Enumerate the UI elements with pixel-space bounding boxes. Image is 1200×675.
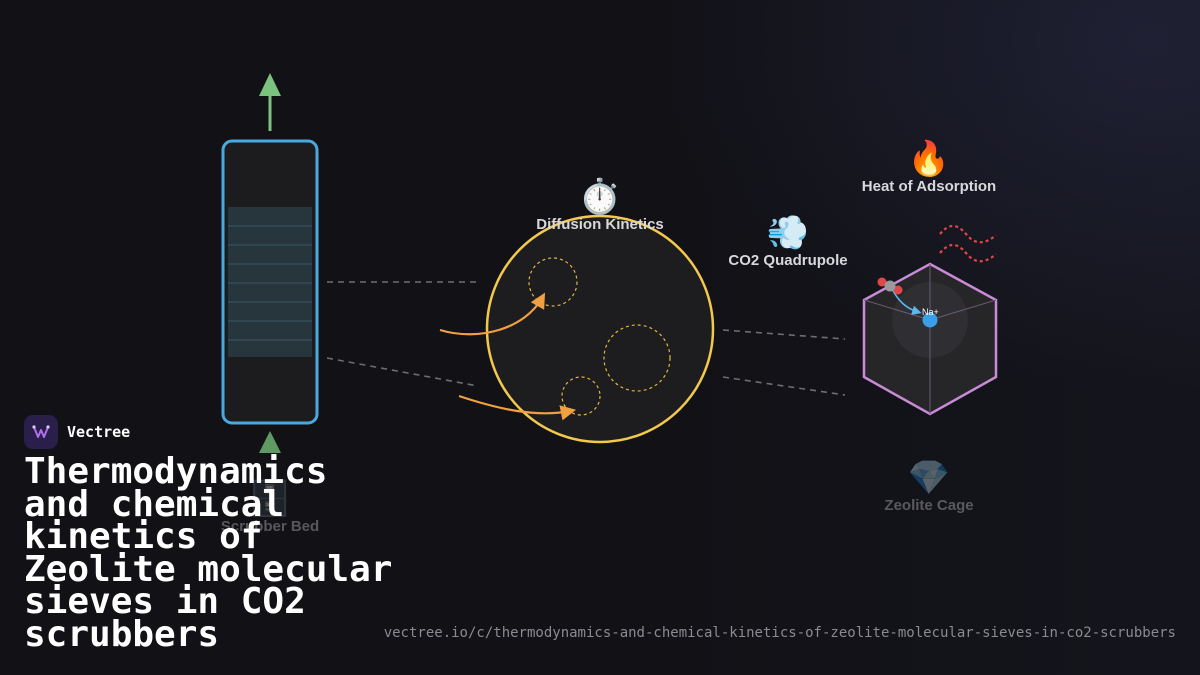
zeolite-cage: Na+	[862, 262, 998, 416]
co2-quadrupole-label: CO2 Quadrupole	[728, 252, 848, 269]
fire-icon: 🔥	[907, 140, 951, 178]
scrubber-bed-icon: 🗄️	[248, 480, 292, 518]
inlet-arrow-head	[259, 431, 281, 453]
macropore-2	[603, 324, 671, 392]
macropore-1	[528, 257, 578, 307]
scrubber-column	[221, 73, 319, 453]
zoom-connectors	[326, 281, 846, 396]
cage-edges	[863, 264, 997, 414]
diffusion-path-1	[439, 292, 546, 336]
diffusion-path-2	[458, 394, 577, 421]
pellet-outline	[485, 214, 715, 444]
co2-approach-path	[891, 288, 922, 315]
zeolite-cage-label: Zeolite Cage	[884, 497, 974, 514]
page-title: Thermodynamics and chemical kinetics of …	[24, 451, 393, 655]
scrubber-bed-label: Scrubber Bed	[220, 518, 320, 535]
brand-name: Vectree	[67, 423, 131, 441]
heat-of-adsorption-node: 🔥 Heat of Adsorption	[862, 140, 996, 195]
outlet-arrow-head	[259, 73, 281, 96]
page-url[interactable]: vectree.io/c/thermodynamics-and-chemical…	[383, 625, 1176, 641]
gas-puff-icon: 💨	[766, 214, 810, 252]
co2-molecule	[877, 277, 903, 295]
diffusion-kinetics-label: Diffusion Kinetics	[536, 216, 664, 233]
vectree-logo-icon	[24, 415, 58, 449]
zeolite-cage-node: 💎 Zeolite Cage	[884, 459, 973, 514]
zeolite-pellet	[439, 214, 715, 444]
co2-quadrupole-node: 💨 CO2 Quadrupole	[728, 214, 847, 269]
sodium-cation	[922, 312, 938, 328]
scrubber-bed-node: 🗄️ Scrubber Bed	[221, 480, 319, 535]
packing-layers	[228, 225, 312, 341]
zeolite-packing	[228, 207, 312, 357]
gem-icon: 💎	[907, 459, 951, 497]
heat-of-adsorption-label: Heat of Adsorption	[861, 178, 997, 195]
cation-label: Na+	[922, 307, 939, 317]
macropore-3	[561, 376, 601, 416]
brand: Vectree	[24, 415, 130, 449]
heat-waves	[939, 224, 997, 263]
stopwatch-icon: ⏱️	[578, 178, 622, 216]
diffusion-kinetics-node: ⏱️ Diffusion Kinetics	[536, 178, 664, 233]
